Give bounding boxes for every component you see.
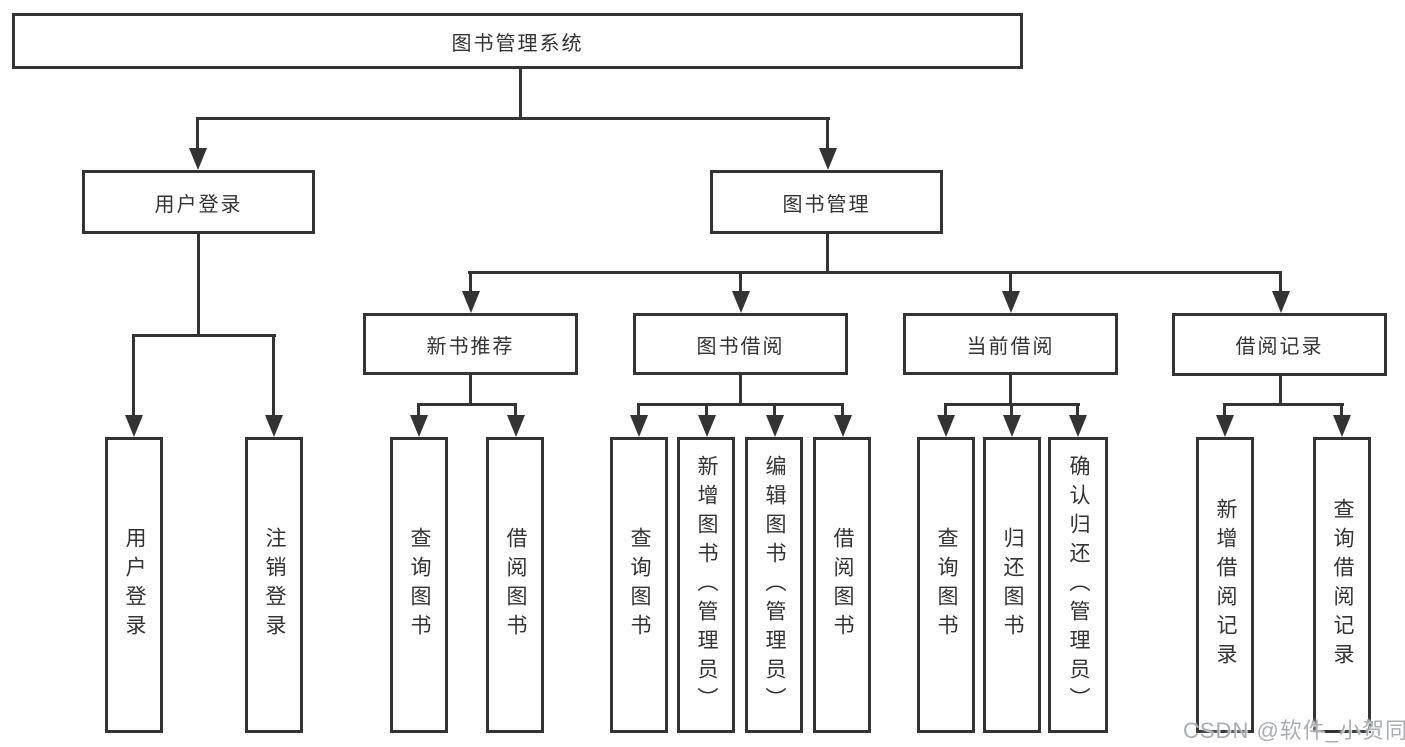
arrow-down-icon bbox=[132, 334, 135, 419]
node-book-management-label: 图书管理 bbox=[782, 193, 871, 216]
node-book-borrow: 图书借阅 bbox=[633, 313, 848, 375]
leaf-borrow-add-books-admin: 新增图书（管理员） bbox=[677, 437, 735, 733]
arrow-down-icon bbox=[1340, 403, 1343, 419]
leaf-current-confirm-return-admin: 确认归还（管理员） bbox=[1048, 437, 1108, 733]
connector-login-stem bbox=[197, 234, 200, 335]
arrow-down-icon bbox=[944, 403, 947, 419]
node-current-borrow: 当前借阅 bbox=[903, 313, 1118, 375]
arrow-down-icon bbox=[826, 117, 829, 152]
leaf-borrow-query-books: 查询图书 bbox=[610, 437, 668, 733]
node-user-login: 用户登录 bbox=[82, 170, 315, 234]
arrow-down-icon bbox=[1076, 403, 1079, 419]
leaf-records-query-record-label: 查询借阅记录 bbox=[1331, 498, 1354, 672]
leaf-user-login-label: 用户登录 bbox=[123, 527, 146, 643]
arrow-down-icon bbox=[272, 334, 275, 419]
node-book-borrow-label: 图书借阅 bbox=[696, 335, 785, 358]
node-root: 图书管理系统 bbox=[12, 13, 1023, 69]
leaf-current-query-books: 查询图书 bbox=[917, 437, 975, 733]
leaf-current-return-books-label: 归还图书 bbox=[1001, 527, 1024, 643]
arrow-down-icon bbox=[514, 403, 517, 419]
connector-management-stem bbox=[826, 234, 829, 273]
leaf-recommend-query-books: 查询图书 bbox=[390, 437, 448, 733]
node-borrow-records: 借阅记录 bbox=[1172, 313, 1387, 376]
arrow-down-icon bbox=[739, 271, 742, 295]
leaf-current-confirm-return-admin-label: 确认归还（管理员） bbox=[1067, 454, 1090, 716]
arrow-down-icon bbox=[1223, 403, 1226, 419]
leaf-recommend-borrow-books-label: 借阅图书 bbox=[504, 527, 527, 643]
arrow-down-icon bbox=[841, 403, 844, 419]
node-book-management: 图书管理 bbox=[710, 170, 943, 234]
leaf-recommend-query-books-label: 查询图书 bbox=[408, 527, 431, 643]
connector-level2-bar bbox=[468, 271, 1282, 274]
connector-records-bar bbox=[1223, 403, 1344, 406]
connector-borrow-stem bbox=[739, 375, 742, 405]
leaf-borrow-edit-books-admin-label: 编辑图书（管理员） bbox=[763, 454, 786, 716]
node-borrow-records-label: 借阅记录 bbox=[1235, 336, 1324, 358]
leaf-current-query-books-label: 查询图书 bbox=[935, 527, 958, 643]
connector-recommend-stem bbox=[469, 375, 472, 405]
arrow-down-icon bbox=[1010, 403, 1013, 419]
connector-records-stem bbox=[1279, 376, 1282, 405]
connector-login-bar bbox=[132, 334, 276, 337]
leaf-borrow-add-books-admin-label: 新增图书（管理员） bbox=[695, 454, 718, 716]
leaf-user-login: 用户登录 bbox=[105, 437, 163, 733]
arrow-down-icon bbox=[1279, 271, 1282, 295]
node-new-book-recommend-label: 新书推荐 bbox=[426, 335, 515, 358]
node-user-login-label: 用户登录 bbox=[154, 193, 243, 216]
arrow-down-icon bbox=[417, 403, 420, 419]
leaf-logout-label: 注销登录 bbox=[263, 527, 286, 643]
leaf-borrow-borrow-books: 借阅图书 bbox=[813, 437, 871, 733]
leaf-borrow-query-books-label: 查询图书 bbox=[628, 527, 651, 643]
leaf-borrow-edit-books-admin: 编辑图书（管理员） bbox=[745, 437, 803, 733]
arrow-down-icon bbox=[1009, 271, 1012, 295]
arrow-down-icon bbox=[773, 403, 776, 419]
arrow-down-icon bbox=[196, 117, 199, 152]
leaf-recommend-borrow-books: 借阅图书 bbox=[486, 437, 544, 733]
node-new-book-recommend: 新书推荐 bbox=[363, 313, 578, 375]
arrow-down-icon bbox=[637, 403, 640, 419]
leaf-records-add-record-label: 新增借阅记录 bbox=[1214, 498, 1237, 672]
leaf-records-query-record: 查询借阅记录 bbox=[1313, 437, 1371, 733]
connector-borrow-bar bbox=[637, 403, 844, 406]
arrow-down-icon bbox=[705, 403, 708, 419]
connector-current-stem bbox=[1009, 375, 1012, 405]
leaf-borrow-borrow-books-label: 借阅图书 bbox=[831, 527, 854, 643]
leaf-records-add-record: 新增借阅记录 bbox=[1196, 437, 1254, 733]
csdn-watermark: CSDN @软件_小贺同学 bbox=[1183, 718, 1405, 743]
arrow-down-icon bbox=[469, 271, 472, 295]
node-root-label: 图书管理系统 bbox=[451, 32, 584, 55]
node-current-borrow-label: 当前借阅 bbox=[966, 335, 1055, 358]
connector-recommend-bar bbox=[417, 403, 517, 406]
connector-level1-bar bbox=[196, 117, 830, 120]
connector-root-stem bbox=[519, 69, 522, 118]
leaf-logout: 注销登录 bbox=[245, 437, 303, 733]
leaf-current-return-books: 归还图书 bbox=[983, 437, 1041, 733]
